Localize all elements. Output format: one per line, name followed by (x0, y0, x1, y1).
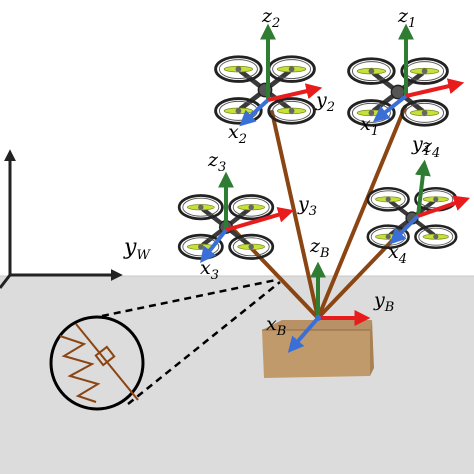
cable-2 (270, 110, 320, 320)
cable-1 (316, 105, 407, 320)
svg-text:y1: y1 (411, 133, 431, 159)
drone-1: z1 y1 x1 (349, 5, 465, 159)
drone-4: z4 x4 y4 (368, 135, 471, 267)
body-y-label: y (373, 289, 385, 311)
drone2-z-label: z (261, 5, 273, 27)
drone-3: z3 y3 x3 (179, 149, 317, 283)
drone1-y-label: y (411, 133, 423, 155)
drone1-z-label: z (397, 5, 409, 27)
svg-text:x4: x4 (388, 241, 407, 267)
svg-text:z4: z4 (421, 135, 440, 161)
svg-text:x3: x3 (200, 257, 219, 283)
drone-2: z2 y2 x2 (216, 5, 335, 147)
drone2-x-label: x (228, 121, 239, 143)
svg-text:yW: yW (123, 235, 151, 263)
world-y-sub: W (136, 248, 151, 263)
svg-text:yB: yB (373, 289, 394, 315)
body-x-label: x (266, 313, 277, 335)
svg-text:xB: xB (266, 313, 286, 339)
svg-text:z2: z2 (261, 5, 280, 31)
world-y-label: y (123, 235, 137, 260)
spring-damper-detail-icon (49, 278, 281, 411)
svg-text:z3: z3 (207, 149, 226, 175)
svg-text:y2: y2 (315, 89, 335, 115)
drone2-y-label: y (315, 89, 327, 111)
drone3-z-label: z (207, 149, 219, 171)
drone1-x-label: x (360, 113, 371, 135)
drone4-x-label: x (388, 241, 399, 263)
svg-text:z1: z1 (397, 5, 416, 31)
drone4-y-label: y (453, 223, 455, 225)
svg-text:x2: x2 (228, 121, 247, 147)
drone3-x-label: x (200, 257, 211, 279)
body-frame: zB yB xB (266, 235, 394, 353)
world-frame: yW (0, 149, 151, 289)
drone4-z-label: z (421, 135, 433, 157)
body-z-label: z (309, 235, 321, 257)
drone3-y-label: y (297, 193, 309, 215)
svg-text:x1: x1 (360, 113, 379, 139)
svg-text:y3: y3 (297, 193, 317, 219)
svg-text:y4: y4 (453, 223, 456, 225)
svg-text:zB: zB (309, 235, 330, 261)
